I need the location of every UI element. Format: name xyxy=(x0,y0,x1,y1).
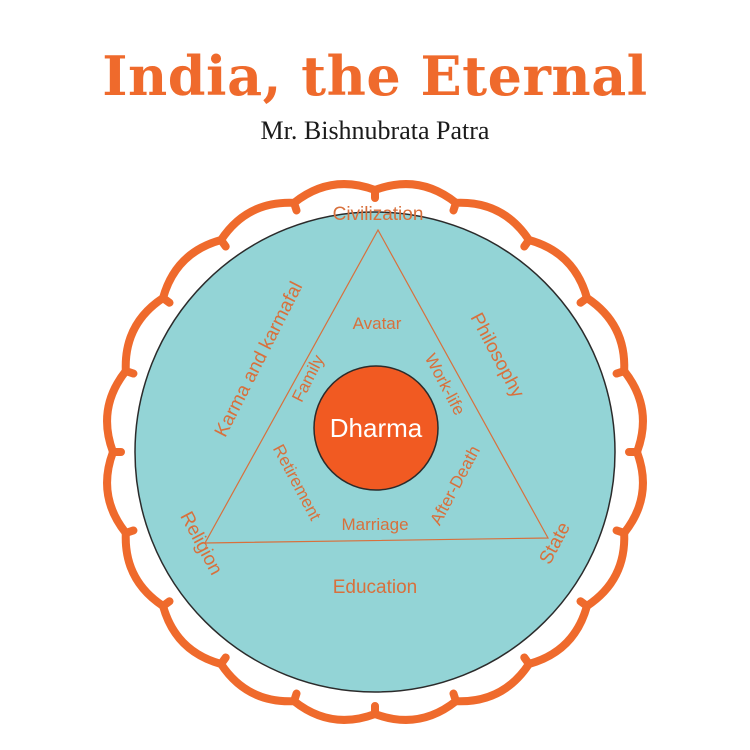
scallop-arc xyxy=(582,526,629,610)
scallop-arc xyxy=(159,236,225,307)
dharma-label: Dharma xyxy=(330,413,423,443)
label-civilization: Civilization xyxy=(333,204,424,225)
scallop-arc xyxy=(451,653,533,706)
scallop-arc xyxy=(576,294,629,376)
scallop-arc xyxy=(217,659,301,706)
scallop-arc xyxy=(525,597,591,668)
scallop-arc xyxy=(217,198,299,251)
scallop-arc xyxy=(159,602,230,668)
label-avatar: Avatar xyxy=(353,314,402,333)
scallop-arc xyxy=(520,236,591,302)
scallop-arc xyxy=(449,198,533,245)
scallop-arc xyxy=(620,448,647,537)
author-name: Mr. Bishnubrata Patra xyxy=(260,116,490,145)
scallop-arc xyxy=(103,367,130,456)
label-education: Education xyxy=(333,577,418,598)
dharma-circle xyxy=(313,365,439,491)
inner-triangle xyxy=(203,228,550,544)
page-title: India, the Eternal xyxy=(102,44,648,108)
scallop-arc xyxy=(121,528,174,610)
scallop-arc xyxy=(103,448,138,537)
scallop-arc xyxy=(121,294,168,378)
scallop-arc xyxy=(371,180,460,207)
scallop-arc xyxy=(290,697,379,724)
scallop-arc xyxy=(371,689,460,724)
scalloped-border xyxy=(103,180,647,724)
scallop-arc xyxy=(612,367,647,456)
label-marriage: Marriage xyxy=(341,515,408,534)
scallop-arc xyxy=(290,180,379,215)
